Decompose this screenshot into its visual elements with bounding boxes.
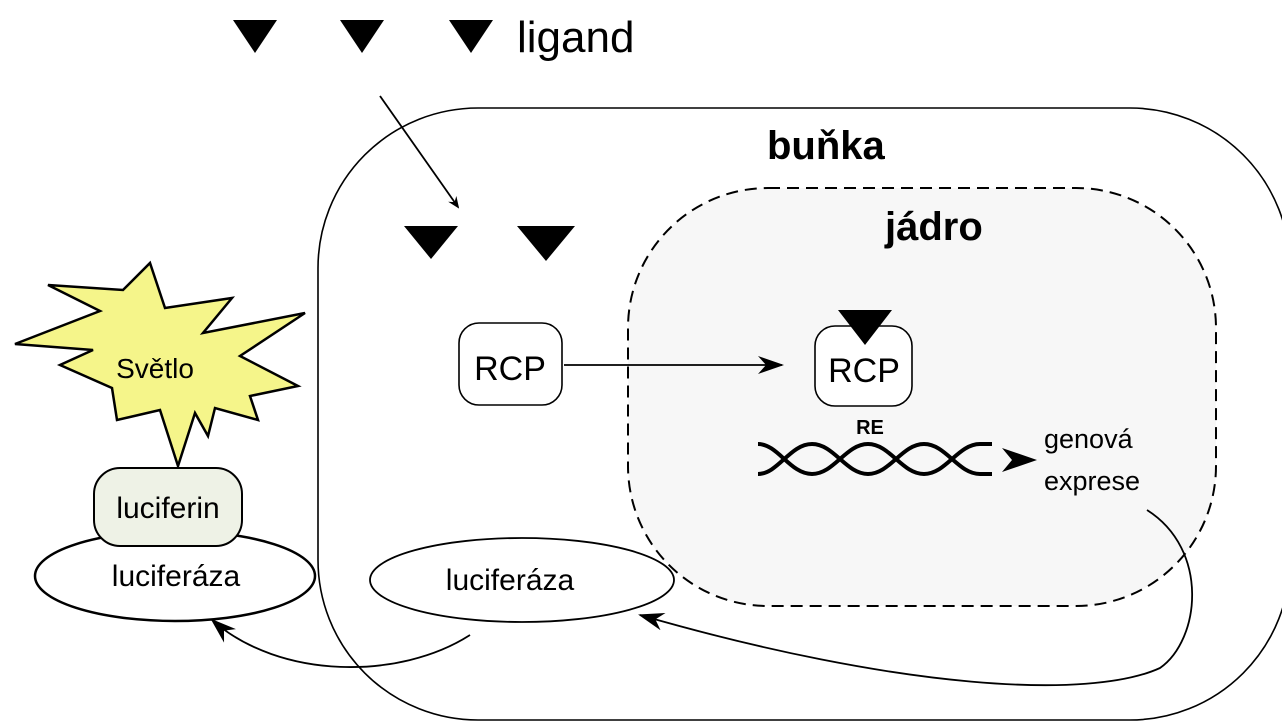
dna-helix bbox=[757, 441, 992, 477]
ligand-label: ligand bbox=[517, 13, 634, 62]
ligand-triangles-top bbox=[233, 20, 493, 53]
gene-expression-arrowhead bbox=[1002, 448, 1037, 472]
ligand-triangle-intracellular bbox=[517, 226, 575, 261]
expression-to-luciferase-arrow bbox=[638, 509, 1193, 687]
luciferase-intracellular-label: luciferáza bbox=[446, 564, 575, 597]
luciferase-intracellular bbox=[369, 537, 675, 623]
cell-label: buňka bbox=[767, 124, 886, 168]
receptor-cytoplasm-label: RCP bbox=[474, 350, 546, 388]
light-starburst bbox=[14, 260, 306, 471]
ligand-triangle-intracellular bbox=[404, 226, 458, 259]
ligand-entry-arrow bbox=[379, 95, 460, 209]
luciferase-extracellular-label: luciferáza bbox=[112, 560, 241, 593]
ligand-triangle bbox=[449, 20, 493, 53]
response-element-label: RE bbox=[856, 417, 884, 439]
ligand-triangle bbox=[340, 20, 384, 53]
nucleus-label: jádro bbox=[884, 205, 983, 249]
receptor-nucleus-label: RCP bbox=[828, 352, 900, 390]
ligand-triangle bbox=[233, 20, 277, 53]
luciferin-label: luciferin bbox=[116, 492, 219, 525]
light-label: Světlo bbox=[116, 353, 194, 384]
gene-expression-label-line2: exprese bbox=[1044, 466, 1140, 496]
luciferin-box bbox=[93, 467, 243, 547]
receptor-cytoplasm-box bbox=[458, 322, 563, 406]
nucleus bbox=[627, 187, 1217, 607]
luciferase-export-arrow bbox=[210, 618, 471, 668]
gene-expression-label-line1: genová bbox=[1044, 424, 1134, 454]
ligand-triangle-bound bbox=[838, 310, 892, 345]
